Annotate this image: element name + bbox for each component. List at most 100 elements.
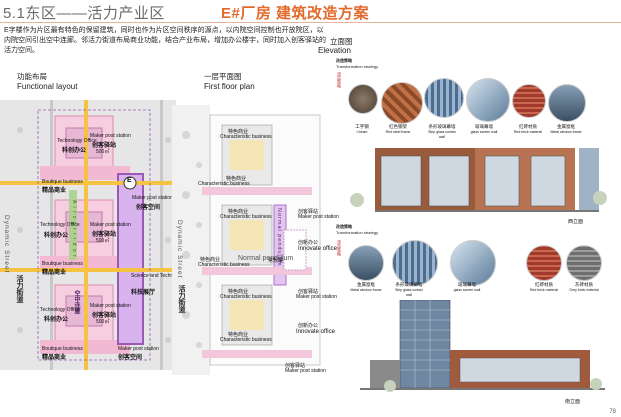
plan-innovate-a: Innovate office — [298, 246, 337, 252]
material-en-5: Grey brick material — [569, 288, 599, 292]
plan-char-label-1: Characteristic business — [220, 134, 272, 140]
maker-space-cn: 创客空间 — [136, 205, 161, 211]
south-elevation-drawing — [360, 299, 605, 396]
strategy-en-1: Transformation strategy — [336, 64, 379, 69]
maker-label-2: Maker post station — [90, 222, 131, 228]
plan-char-label-3: Characteristic business — [220, 214, 272, 220]
material-photo-glass-2 — [450, 240, 496, 286]
plan-char-label-2: Characteristic business — [198, 181, 250, 187]
material-cn-1: 工字钢 — [355, 124, 369, 129]
plan-char-cn-4: 特色商业 — [200, 257, 221, 263]
area-1: 500㎡ — [96, 149, 110, 155]
air-corridor-label: A i r c o r r i d o r — [71, 200, 77, 258]
building-title: E#厂房 建筑改造方案 — [221, 5, 370, 22]
material-photo-red-brick — [512, 84, 546, 118]
material-cn-4: 玻璃幕墙 — [475, 124, 493, 129]
material-cn-3: 条形玻璃幕墙 — [428, 124, 456, 129]
strategy-en-2: Transformation strategy — [336, 230, 379, 235]
normal-pendulum-vertical: Normal pendulum — [276, 208, 282, 267]
floorplan-title-cn: 一层平面图 — [204, 72, 242, 81]
floorplan-diagram: Dynamic Street 活力街道 特色商业 Characteristic … — [172, 105, 339, 375]
material-photo-grey-brick — [566, 245, 602, 281]
boutique-cn-2: 精品商业 — [42, 270, 67, 276]
side-tag-1: 改造策略 — [337, 72, 342, 88]
plan-maker-b: Maker post station — [296, 294, 337, 300]
tech-office-label-2: Technology Office — [40, 222, 80, 228]
material-cn-4: 红砖材质 — [535, 282, 553, 287]
material-photo-metal-frame-2 — [348, 245, 384, 281]
boutique-cn-3: 精品商业 — [42, 355, 67, 361]
material-photo-red-steel — [381, 82, 423, 124]
material-en-1: I-beam — [356, 130, 368, 134]
material-cn-2: 条形玻璃幕墙 — [395, 282, 423, 287]
tech-office-cn-1: 科创办公 — [62, 148, 87, 154]
plan-char-cn-6: 特色商业 — [228, 332, 249, 338]
material-cn-5: 灰砖材质 — [575, 282, 593, 287]
south-elevation-label: 南立面 — [565, 399, 581, 405]
material-en-6: Metal window frame — [550, 130, 582, 134]
science-cn: 科技展厅 — [131, 290, 156, 296]
boutique-cn-1: 精品商业 — [42, 188, 67, 194]
plan-char-label-6: Characteristic business — [220, 337, 272, 343]
maker-label-3: Maker post station — [90, 303, 131, 309]
maker-cn-4: 创客空间 — [118, 355, 143, 361]
material-en-4: glass screen wall — [470, 130, 498, 134]
floorplan-svg — [172, 105, 332, 375]
plan-maker-b-cn: 创客驿站 — [298, 289, 319, 295]
plan-innovate-a-cn: 创新办公 — [298, 240, 319, 246]
building-e-marker: E — [127, 177, 132, 184]
func-street-en: Dynamic Street — [3, 215, 10, 274]
plan-maker-c-cn: 创客驿站 — [285, 363, 306, 369]
maker-space-label: Maker post station — [132, 195, 173, 201]
title-divider — [0, 22, 621, 23]
area-3: 500㎡ — [96, 319, 110, 325]
tech-office-label-1: Technology Office — [57, 138, 97, 144]
material-photo-red-brick-2 — [526, 245, 562, 281]
floorplan-title-en: First floor plan — [204, 82, 255, 91]
maker-label-1: Maker post station — [90, 133, 131, 139]
material-en-4: Red brick material — [529, 288, 559, 292]
material-cn-5: 红砖材质 — [519, 124, 537, 129]
plan-innovate-b: Innovate office — [296, 329, 335, 335]
plan-char-cn-3: 特色商业 — [228, 209, 249, 215]
functional-layout-svg — [0, 100, 176, 370]
strategy-cn-2: 改造策略 — [336, 224, 352, 229]
section-title: 5.1东区——活力产业区 — [3, 5, 165, 22]
strategy-cn-1: 改造策略 — [336, 58, 352, 63]
material-cn-6: 金属窗框 — [557, 124, 575, 129]
south-elevation-svg — [360, 299, 605, 396]
science-label: Science and Technology — [131, 273, 186, 279]
material-photo-glass — [466, 78, 510, 122]
area-2: 500㎡ — [96, 238, 110, 244]
maker-cn-1: 创客驿站 — [92, 143, 117, 149]
material-en-3: glass screen wall — [453, 288, 481, 292]
tech-office-cn-3: 科创办公 — [44, 317, 69, 323]
functional-layout-diagram: E Dynamic Street 活力街道 A i r c o r r i d … — [0, 100, 185, 370]
material-photo-strip-glass — [424, 78, 464, 118]
material-photo-metal-frame — [548, 84, 586, 122]
normal-pendulum-cn: 常规摆 — [268, 258, 284, 264]
boutique-label-1: Boutique business — [42, 179, 83, 185]
material-en-2: Red steel frame — [385, 130, 411, 134]
plan-char-label-5: Characteristic business — [220, 294, 272, 300]
material-en-1: Metal window frame — [350, 288, 382, 292]
material-cn-1: 金属窗框 — [357, 282, 375, 287]
maker-cn-3: 创客驿站 — [92, 313, 117, 319]
plan-char-label-4: Characteristic business — [198, 262, 250, 268]
material-en-2: Strip glass curtain wall — [395, 288, 423, 297]
material-en-3: Strip glass curtain wall — [428, 130, 456, 139]
func-street-cn: 活力街道 — [16, 275, 23, 303]
material-photo-ibeam — [348, 84, 378, 114]
material-photo-strip-glass-2 — [392, 240, 438, 286]
maker-cn-2: 创客驿站 — [92, 232, 117, 238]
material-en-5: Red brick material — [513, 130, 543, 134]
west-elevation-label: 西立面 — [568, 219, 584, 225]
west-elevation-svg — [345, 138, 610, 218]
plan-char-cn-1: 特色商业 — [228, 129, 249, 135]
elevation-title-cn: 立面图 — [330, 37, 353, 46]
side-tag-2: 改造策略 — [337, 240, 342, 256]
plan-street-cn: 活力街道 — [178, 285, 185, 313]
boutique-label-2: Boutique business — [42, 261, 83, 267]
material-cn-2: 红色钢架 — [389, 124, 407, 129]
tech-office-label-3: Technology Office — [40, 307, 80, 313]
